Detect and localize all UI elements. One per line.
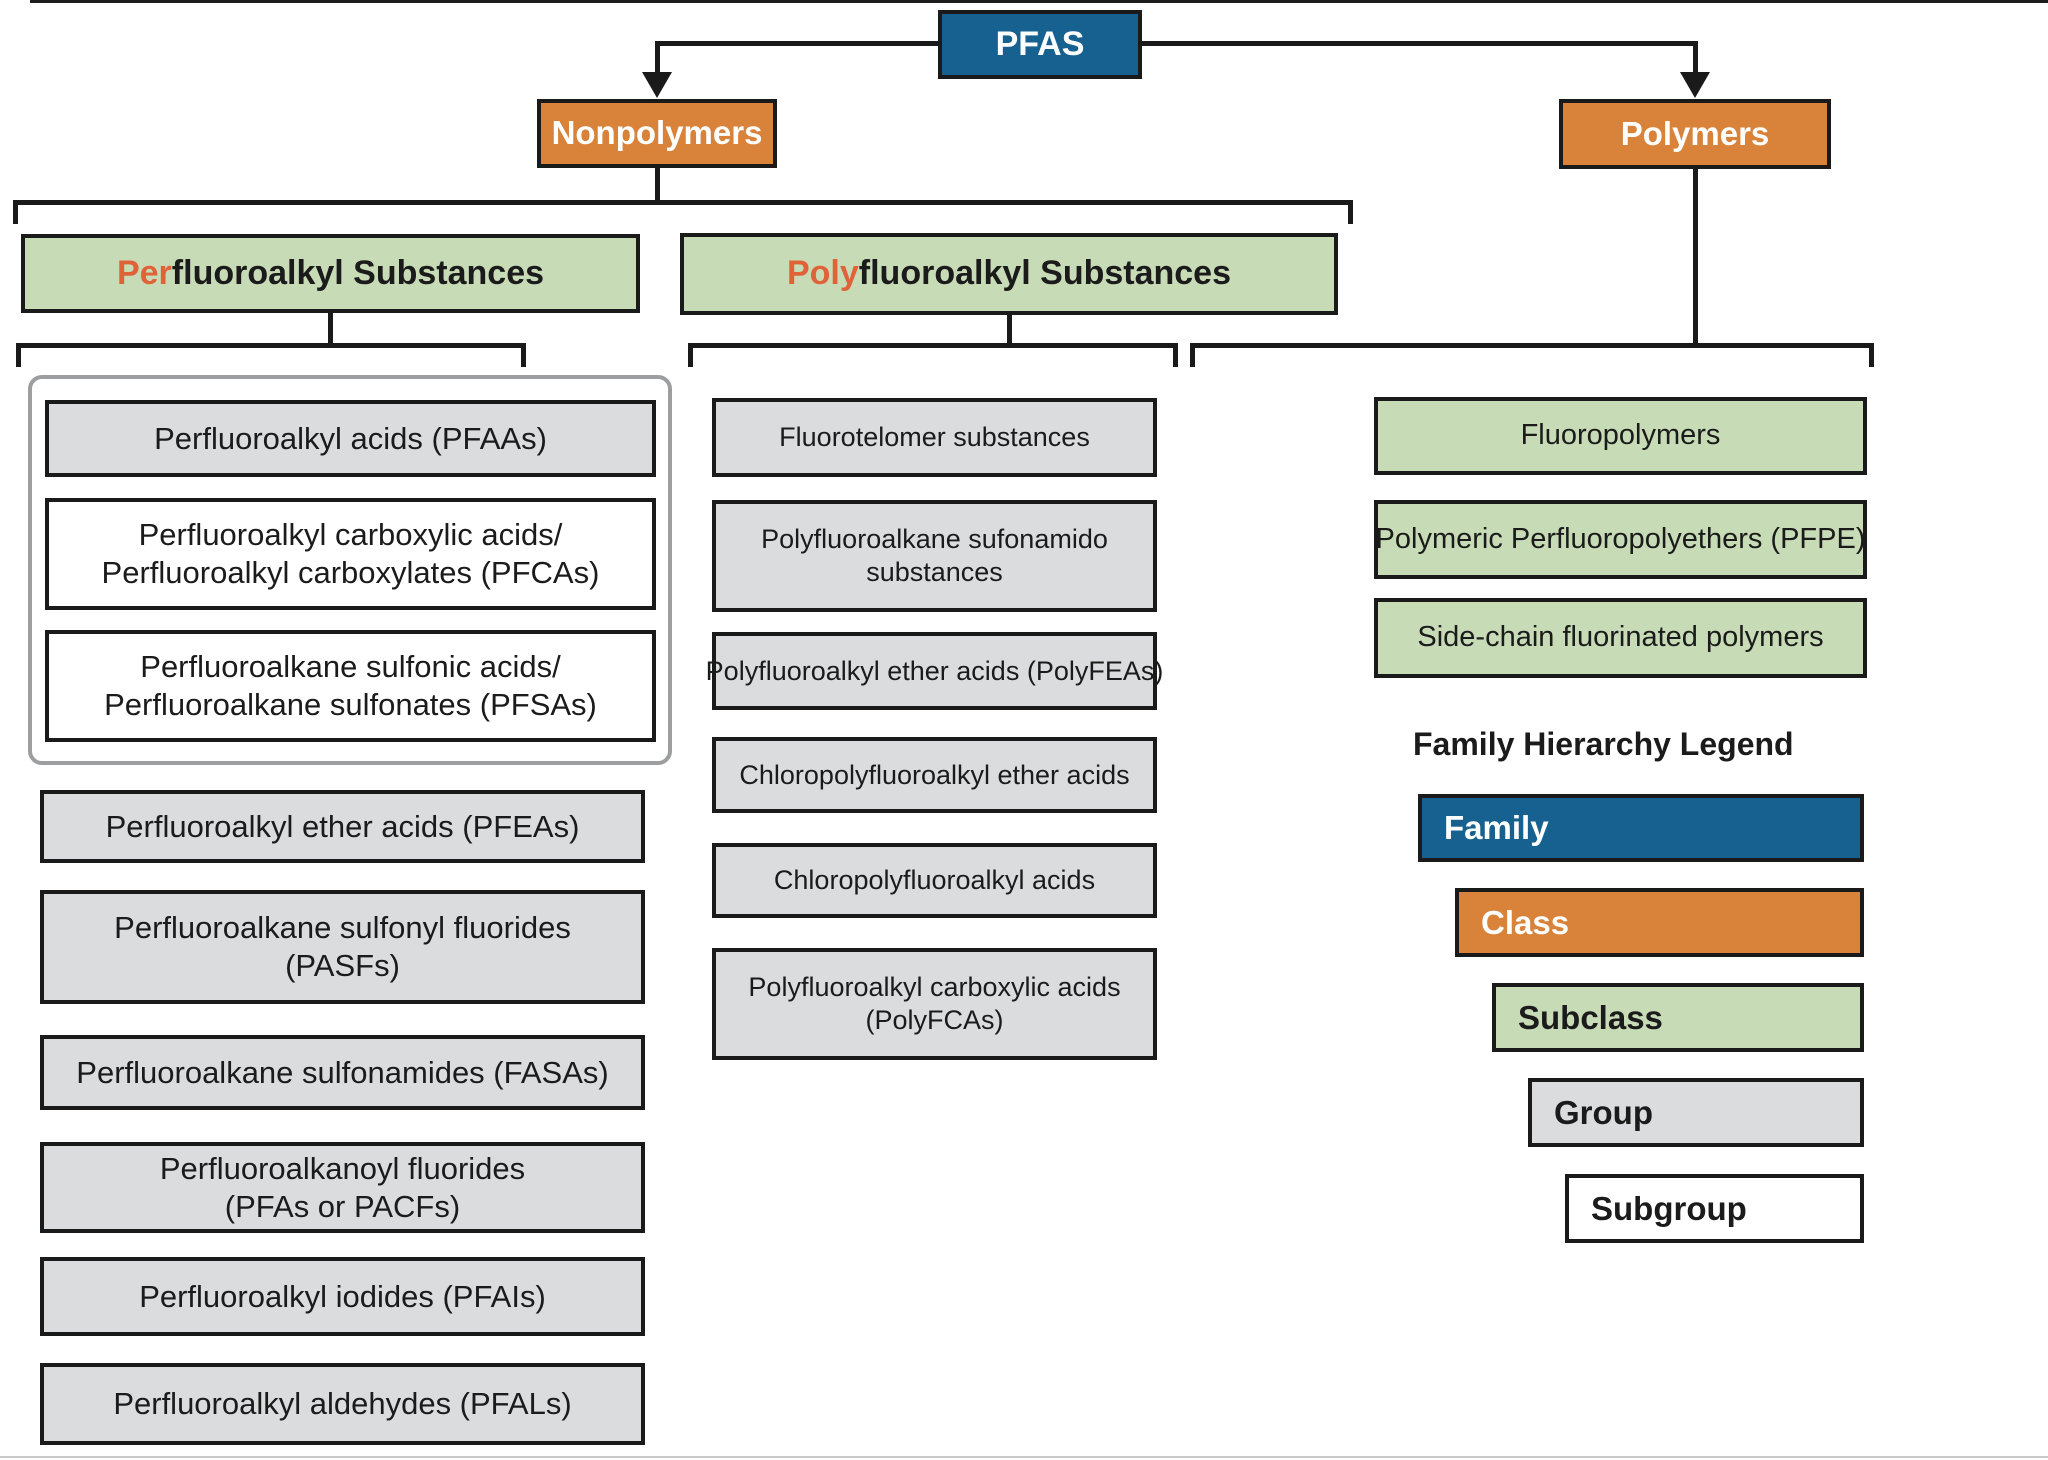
bracket-nonpolymers-tick-left bbox=[13, 200, 18, 224]
group-box-polyfeas: Polyfluoroalkyl ether acids (PolyFEAs) bbox=[706, 632, 1163, 710]
legend-item-group: Group bbox=[1528, 1078, 1864, 1147]
connector-polymers-down bbox=[1693, 169, 1698, 347]
connector-pfas-right-horizontal bbox=[1139, 41, 1697, 46]
group-box-polyfcas: Polyfluoroalkyl carboxylic acids (PolyFC… bbox=[712, 948, 1157, 1060]
bracket-nonpolymers-horizontal bbox=[13, 200, 1353, 205]
subclass-header-perfluoroalkyl: Perfluoroalkyl Substances bbox=[21, 234, 640, 313]
arrow-down-nonpolymers-icon bbox=[642, 72, 672, 98]
group-box-chloro-acids: Chloropolyfluoroalkyl acids bbox=[712, 843, 1157, 918]
bracket-poly-horizontal bbox=[688, 343, 1178, 348]
group-box-pasfs: Perfluoroalkane sulfonyl fluorides (PASF… bbox=[40, 890, 645, 1004]
legend-item-subclass: Subclass bbox=[1492, 983, 1864, 1052]
poly-prefix-highlight: Poly bbox=[786, 254, 859, 293]
bracket-poly-tick-right bbox=[1173, 343, 1178, 367]
subclass-box-sidechain: Side-chain fluorinated polymers bbox=[1374, 598, 1867, 678]
bracket-polymers-tick-right bbox=[1869, 343, 1874, 367]
legend-item-class: Class bbox=[1455, 888, 1864, 957]
bracket-per-tick-left bbox=[16, 343, 21, 367]
group-box-sufonamido: Polyfluoroalkane sufonamido substances bbox=[712, 500, 1157, 612]
top-edge-line bbox=[30, 0, 2048, 3]
bracket-per-tick-right bbox=[521, 343, 526, 367]
subgroup-box-pfcas: Perfluoroalkyl carboxylic acids/ Perfluo… bbox=[45, 498, 656, 610]
legend-title: Family Hierarchy Legend bbox=[1413, 726, 1794, 762]
group-box-pfaas: Perfluoroalkyl acids (PFAAs) bbox=[45, 400, 656, 477]
bracket-nonpolymers-tick-right bbox=[1348, 200, 1353, 224]
connector-per-down bbox=[328, 313, 333, 347]
connector-arrow-stem-nonpolymers bbox=[655, 41, 660, 77]
connector-nonpolymers-down bbox=[655, 168, 660, 204]
class-box-polymers: Polymers bbox=[1559, 99, 1831, 169]
legend-item-subgroup: Subgroup bbox=[1565, 1174, 1864, 1243]
group-box-pacfs: Perfluoroalkanoyl fluorides (PFAs or PAC… bbox=[40, 1142, 645, 1233]
bracket-poly-tick-left bbox=[688, 343, 693, 367]
subclass-box-fluoropolymers: Fluoropolymers bbox=[1374, 397, 1867, 475]
group-box-chloro-ether-acids: Chloropolyfluoroalkyl ether acids bbox=[712, 737, 1157, 813]
connector-poly-down bbox=[1007, 315, 1012, 347]
subclass-header-polyfluoroalkyl: Polyfluoroalkyl Substances bbox=[680, 233, 1338, 315]
arrow-down-polymers-icon bbox=[1680, 72, 1710, 98]
subclass-box-pfpe: Polymeric Perfluoropolyethers (PFPE) bbox=[1374, 500, 1867, 579]
group-box-fluorotelomer: Fluorotelomer substances bbox=[712, 398, 1157, 477]
subgroup-box-pfsas: Perfluoroalkane sulfonic acids/ Perfluor… bbox=[45, 630, 656, 742]
bracket-per-horizontal bbox=[16, 343, 526, 348]
group-box-pfals: Perfluoroalkyl aldehydes (PFALs) bbox=[40, 1363, 645, 1445]
class-box-nonpolymers: Nonpolymers bbox=[537, 99, 777, 168]
per-prefix-highlight: Per bbox=[116, 253, 172, 292]
connector-arrow-stem-polymers bbox=[1693, 41, 1698, 77]
bottom-edge-line bbox=[0, 1456, 2048, 1458]
connector-pfas-left-horizontal bbox=[655, 41, 943, 46]
legend-item-family: Family bbox=[1418, 794, 1864, 862]
group-box-pfeas: Perfluoroalkyl ether acids (PFEAs) bbox=[40, 790, 645, 863]
bracket-polymers-tick-left bbox=[1190, 343, 1195, 367]
family-box-pfas: PFAS bbox=[938, 10, 1142, 79]
group-box-pfais: Perfluoroalkyl iodides (PFAIs) bbox=[40, 1257, 645, 1336]
group-box-fasas: Perfluoroalkane sulfonamides (FASAs) bbox=[40, 1035, 645, 1110]
bracket-polymers-horizontal bbox=[1190, 343, 1874, 348]
